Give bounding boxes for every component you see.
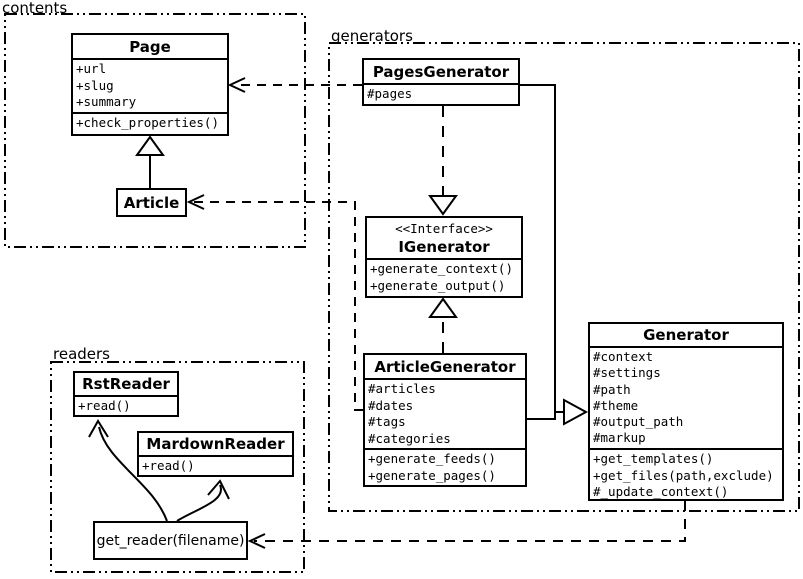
method: +generate_output() — [370, 277, 506, 293]
attribute: #pages — [367, 86, 413, 101]
class-box-page: Page +url +slug +summary +check_properti… — [71, 33, 229, 136]
class-title-articlegenerator: ArticleGenerator — [365, 355, 525, 380]
class-title-pagesgenerator: PagesGenerator — [364, 60, 518, 85]
attribute: #theme — [593, 397, 639, 413]
class-attributes-articlegenerator: #articles #dates #tags #categories — [365, 380, 525, 448]
attribute: +summary — [76, 94, 137, 109]
class-box-article: Article — [116, 188, 187, 217]
class-methods-igenerator: +generate_context() +generate_output() — [367, 260, 521, 296]
association-arrow-getreader-to-mardownreader — [176, 479, 230, 522]
method: +read() — [142, 458, 195, 473]
class-attributes-pagesgenerator: #pages — [364, 85, 518, 104]
attribute: #path — [593, 381, 631, 397]
attribute: #output_path — [593, 414, 684, 430]
dependency-arrow-articlegenerator-to-article — [186, 194, 363, 411]
attribute: #markup — [593, 430, 646, 446]
class-title-igenerator: <<Interface>> IGenerator — [367, 218, 521, 260]
method: #_update_context() — [593, 484, 729, 499]
dependency-arrow-pagesgenerator-to-page — [227, 77, 362, 93]
class-methods-articlegenerator: +generate_feeds() +generate_pages() — [365, 448, 525, 485]
interface-name: IGenerator — [398, 237, 490, 256]
method: +generate_pages() — [368, 467, 496, 483]
attribute: #settings — [593, 365, 661, 381]
attribute: #articles — [368, 381, 436, 396]
class-box-mardownreader: MardownReader +read() — [137, 431, 294, 477]
package-frame-contents — [4, 13, 306, 248]
inheritance-arrow-article-to-page — [135, 135, 165, 188]
class-box-generator: Generator #context #settings #path #them… — [588, 322, 784, 501]
class-title-article: Article — [123, 193, 180, 212]
attribute: #tags — [368, 414, 406, 429]
method: +get_templates() — [593, 451, 714, 466]
attribute: +url — [76, 61, 107, 76]
attribute: #dates — [368, 397, 414, 413]
class-title-mardownreader: MardownReader — [139, 433, 292, 457]
method: +check_properties() — [76, 115, 219, 130]
attribute: #context — [593, 349, 654, 364]
method: +generate_context() — [370, 261, 513, 276]
class-box-rstreader: RstReader +read() — [73, 371, 179, 417]
class-methods-page: +check_properties() — [73, 112, 227, 134]
package-frame-generators — [328, 42, 800, 512]
function-label-get-reader: get_reader(filename) — [96, 532, 245, 549]
class-box-pagesgenerator: PagesGenerator #pages — [362, 58, 520, 106]
association-arrow-getreader-to-rstreader — [88, 419, 168, 522]
realization-arrow-articlegenerator-to-igenerator — [428, 297, 458, 353]
attribute: #categories — [368, 430, 451, 446]
inheritance-arrow-generators-to-generator — [520, 84, 589, 426]
method: +read() — [78, 398, 131, 413]
package-label-contents: contents — [2, 0, 68, 17]
class-title-page: Page — [73, 35, 227, 60]
class-box-igenerator: <<Interface>> IGenerator +generate_conte… — [365, 216, 523, 298]
class-methods-mardownreader: +read() — [139, 457, 292, 475]
class-title-generator: Generator — [590, 324, 782, 348]
method: +get_files(path,exclude) — [593, 467, 774, 483]
class-box-articlegenerator: ArticleGenerator #articles #dates #tags … — [363, 353, 527, 487]
class-attributes-generator: #context #settings #path #theme #output_… — [590, 348, 782, 448]
package-label-generators: generators — [331, 27, 413, 45]
class-title-rstreader: RstReader — [75, 373, 177, 397]
package-frame-readers — [50, 361, 305, 573]
function-box-get-reader: get_reader(filename) — [93, 521, 248, 560]
attribute: +slug — [76, 77, 114, 93]
class-methods-rstreader: +read() — [75, 397, 177, 415]
dependency-arrow-generator-to-getreader — [247, 501, 686, 549]
stereotype-label: <<Interface>> — [395, 220, 493, 236]
method: +generate_feeds() — [368, 451, 496, 466]
realization-arrow-pagesgenerator-to-igenerator — [428, 106, 458, 216]
class-methods-generator: +get_templates() +get_files(path,exclude… — [590, 448, 782, 499]
class-attributes-page: +url +slug +summary — [73, 60, 227, 112]
package-label-readers: readers — [53, 345, 110, 363]
